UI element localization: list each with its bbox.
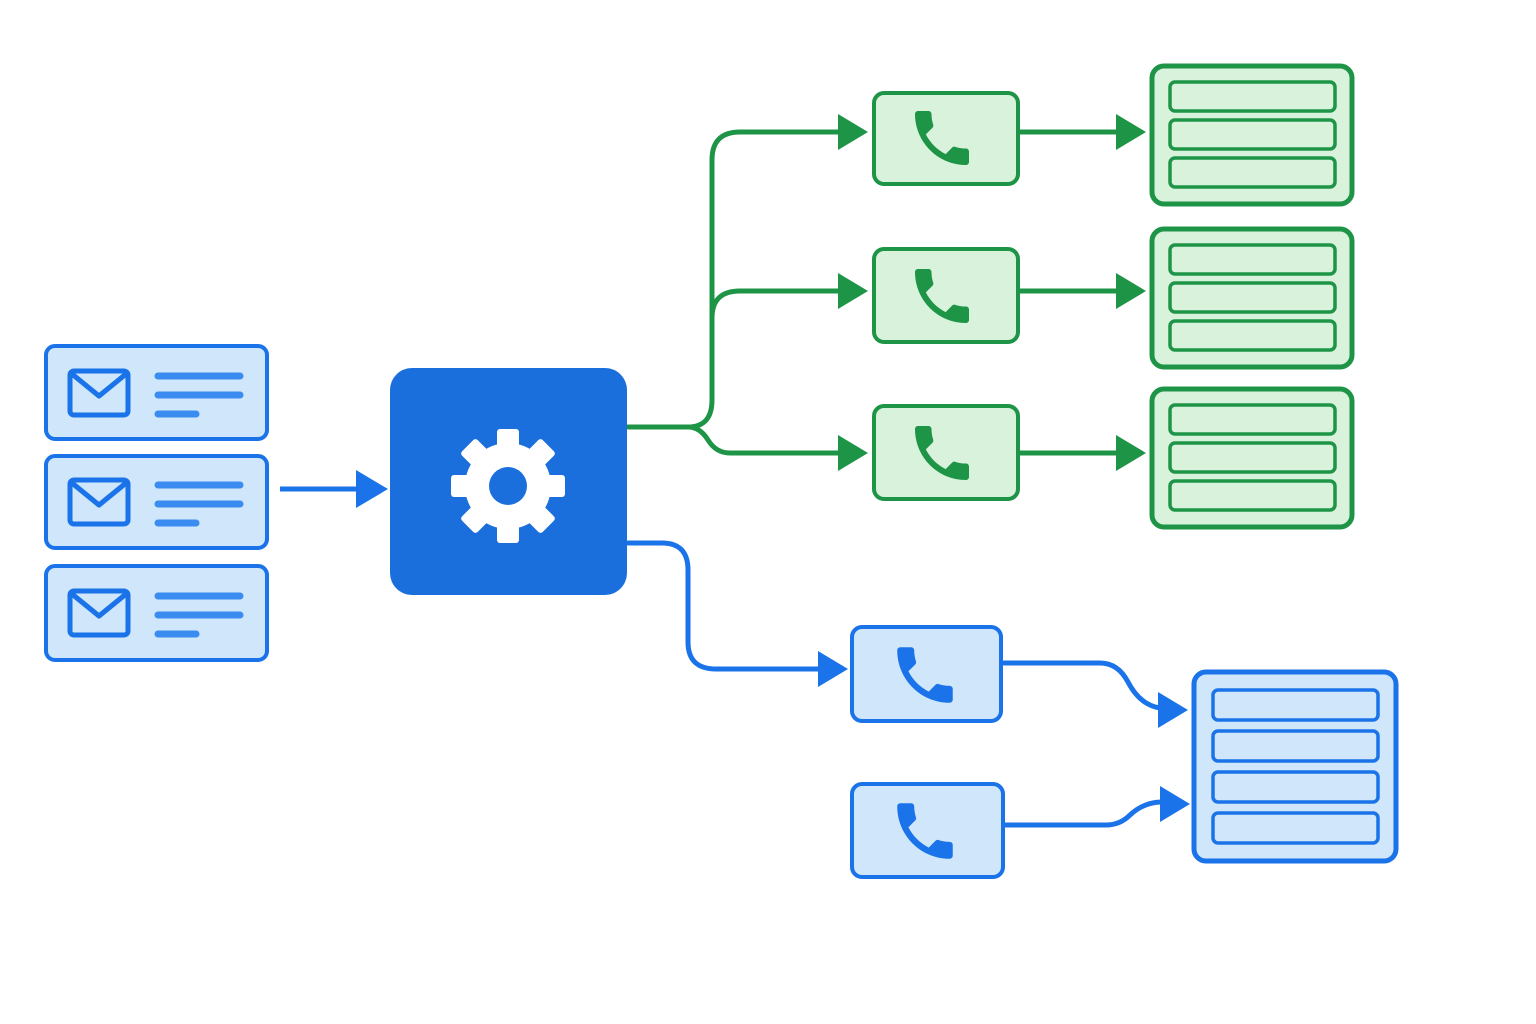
- green-arrowheads: [838, 114, 1146, 471]
- arrowhead-green-list-2: [1116, 273, 1146, 309]
- text-lines-icon: [154, 481, 244, 527]
- list-rows: [1211, 688, 1380, 845]
- list-row: [1211, 729, 1380, 763]
- list-rows: [1168, 80, 1337, 189]
- list-row: [1211, 688, 1380, 722]
- message-card[interactable]: [44, 454, 269, 550]
- list-panel[interactable]: [1149, 386, 1355, 530]
- list-row: [1168, 441, 1337, 474]
- arrowhead-blue-list-1: [1158, 692, 1188, 728]
- message-stack: [44, 344, 269, 662]
- list-row: [1168, 80, 1337, 113]
- arrowhead-blue-list-2: [1160, 786, 1190, 822]
- blue-link-2: [1001, 799, 1165, 828]
- list-row: [1168, 281, 1337, 314]
- blue-call-nodes: [850, 625, 1005, 879]
- list-rows: [1168, 403, 1337, 512]
- message-card[interactable]: [44, 564, 269, 662]
- arrowhead-green-call-2: [838, 273, 868, 309]
- arrowhead-green-list-3: [1116, 435, 1146, 471]
- list-row: [1168, 479, 1337, 512]
- text-lines-icon: [154, 592, 244, 638]
- list-row: [1211, 770, 1380, 804]
- blue-branch-connectors: [625, 540, 1165, 828]
- message-card[interactable]: [44, 344, 269, 441]
- call-node[interactable]: [872, 91, 1020, 186]
- list-panel[interactable]: [1149, 63, 1355, 207]
- list-rows: [1168, 243, 1337, 352]
- green-lists: [1149, 63, 1355, 530]
- list-row: [1168, 156, 1337, 189]
- call-node[interactable]: [850, 625, 1003, 723]
- arrowhead-green-call-3: [838, 435, 868, 471]
- green-branch-connectors: [625, 129, 1123, 456]
- call-node[interactable]: [872, 404, 1020, 501]
- list-row: [1168, 403, 1337, 436]
- list-row: [1168, 319, 1337, 352]
- blue-trunk: [625, 540, 825, 672]
- gear-icon: [451, 429, 565, 543]
- list-row: [1168, 118, 1337, 151]
- list-panel[interactable]: [1191, 669, 1399, 864]
- green-branch-2: [709, 288, 845, 321]
- blue-list: [1191, 669, 1399, 864]
- processor-node[interactable]: [390, 368, 627, 595]
- connectors: [280, 114, 1190, 828]
- list-panel[interactable]: [1149, 226, 1355, 370]
- arrow-messages-to-processor: [280, 470, 388, 508]
- blue-arrowheads: [818, 651, 1190, 822]
- green-call-nodes: [872, 91, 1020, 501]
- green-trunk: [625, 129, 845, 430]
- green-branch-3: [685, 424, 845, 456]
- list-row: [1168, 243, 1337, 276]
- call-node[interactable]: [850, 782, 1005, 879]
- arrowhead-blue-call-1: [818, 651, 848, 687]
- list-row: [1211, 811, 1380, 845]
- call-node[interactable]: [872, 247, 1020, 344]
- arrowhead-green-call-1: [838, 114, 868, 150]
- blue-link-1: [1001, 660, 1163, 711]
- text-lines-icon: [154, 372, 244, 418]
- arrowhead-green-list-1: [1116, 114, 1146, 150]
